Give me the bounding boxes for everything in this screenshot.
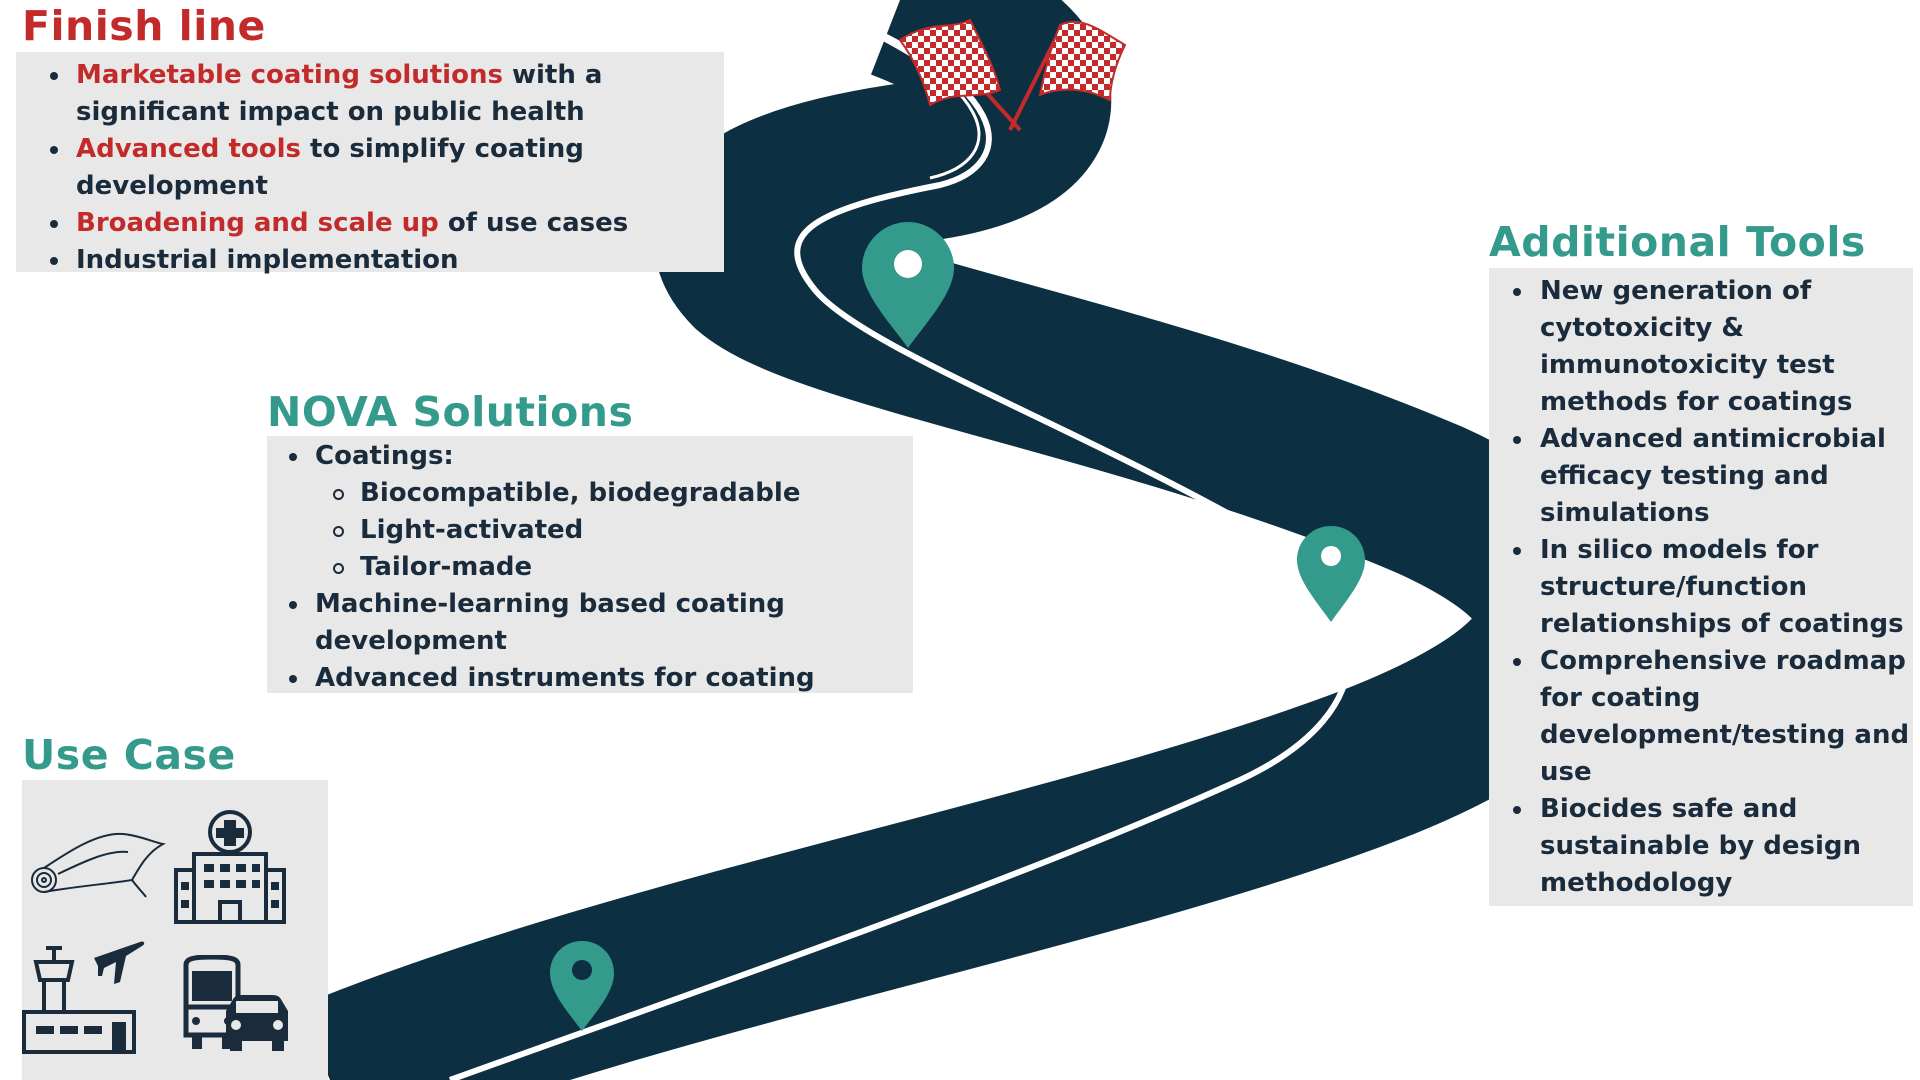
additional-tools-heading: Additional Tools (1489, 218, 1866, 266)
airport-icon (22, 941, 145, 1054)
list-item: Advanced tools to simplify coating devel… (16, 131, 724, 205)
nova-solutions-heading: NOVA Solutions (267, 388, 634, 436)
item-text: to simplify coating development (76, 134, 584, 201)
use-case-heading: Use Case (22, 731, 236, 779)
additional-tools-panel: New generation of cytotoxicity & immunot… (1489, 268, 1913, 906)
textile-roll-icon (31, 832, 166, 898)
list-item: Biocides safe and sustainable by design … (1489, 791, 1913, 902)
nova-solutions-panel: Coatings: Biocompatible, biodegradable L… (267, 436, 913, 693)
road-center-line (448, 0, 1352, 1080)
location-pin-icon-finish (862, 222, 954, 348)
list-item: Advanced antimicrobial efficacy testing … (1489, 421, 1913, 532)
list-item: In silico models for structure/function … (1489, 532, 1913, 643)
list-item: Machine-learning based coating developme… (267, 586, 913, 660)
list-item: Coatings: (267, 438, 913, 475)
highlight-text: Advanced tools (76, 134, 301, 164)
item-text: Industrial implementation (76, 245, 459, 275)
item-text: of use cases (438, 208, 629, 238)
highlight-text: Broadening and scale up (76, 208, 439, 238)
location-pin-icon-nova (1297, 526, 1365, 622)
bus-car-icon (183, 955, 288, 1051)
list-item: New generation of cytotoxicity & immunot… (1489, 273, 1913, 421)
list-item: Advanced instruments for coating (267, 660, 913, 697)
sub-list-item: Light-activated (267, 512, 913, 549)
list-item: Marketable coating solutions with a sign… (16, 57, 724, 131)
sub-list-item: Biocompatible, biodegradable (267, 475, 913, 512)
road-edge-line (791, 0, 981, 180)
additional-tools-list: New generation of cytotoxicity & immunot… (1489, 273, 1913, 902)
sub-list-item: Tailor-made (267, 549, 913, 586)
use-case-panel (22, 780, 328, 1080)
highlight-text: Marketable coating solutions (76, 60, 503, 90)
location-pin-icon-usecase (550, 941, 614, 1031)
finish-line-panel: Marketable coating solutions with a sign… (16, 52, 724, 275)
list-item: Comprehensive roadmap for coating develo… (1489, 643, 1913, 791)
finish-line-heading: Finish line (22, 2, 266, 50)
list-item: Industrial implementation (16, 242, 724, 279)
finish-line-list: Marketable coating solutions with a sign… (16, 57, 724, 279)
hospital-icon (174, 810, 286, 924)
finish-flags-icon (898, 18, 1127, 132)
nova-solutions-list: Coatings: Biocompatible, biodegradable L… (267, 438, 913, 697)
list-item: Broadening and scale up of use cases (16, 205, 724, 242)
item-text: with a significant impact on public heal… (76, 60, 603, 127)
